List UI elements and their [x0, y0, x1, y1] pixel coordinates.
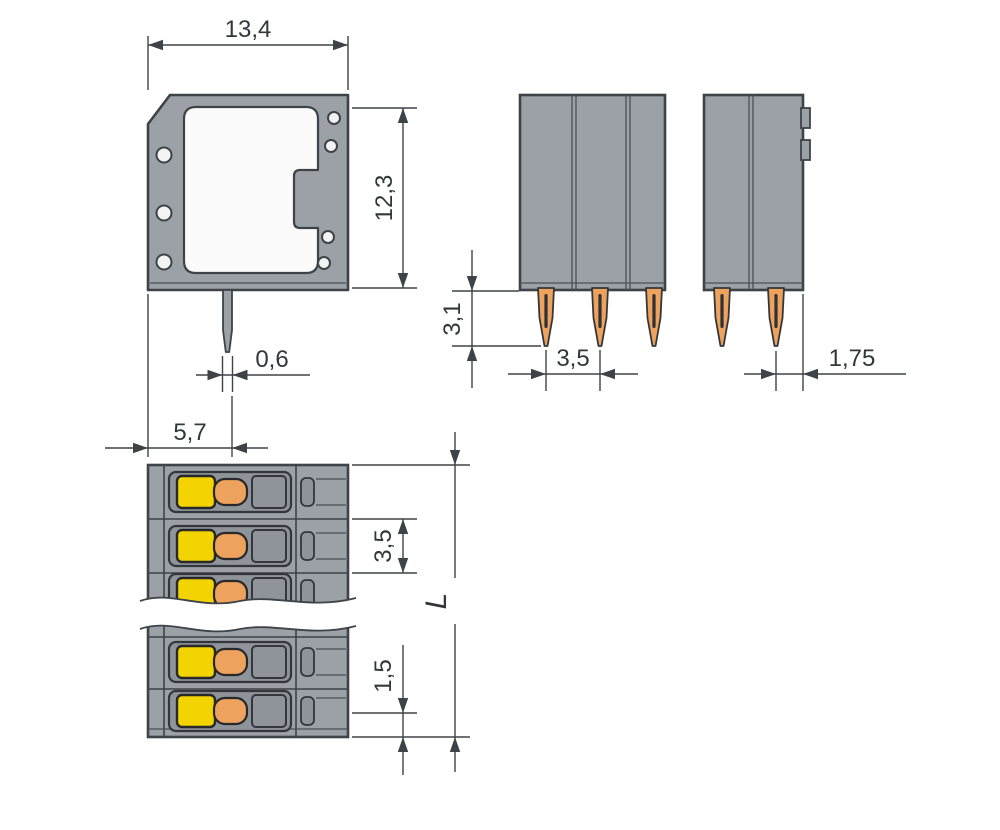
dim-label-pin-offset: 5,7 — [173, 419, 206, 446]
housing-block-1 — [518, 93, 667, 292]
mounting-hole — [324, 139, 338, 153]
side-opening — [300, 647, 315, 677]
mounting-hole — [317, 256, 331, 270]
housing-face — [182, 105, 320, 275]
pole-row — [167, 689, 346, 733]
dim-label-pin-length: 3,1 — [439, 302, 466, 335]
side-view — [146, 93, 350, 353]
front-view-dimensions: 3,1 3,5 1,75 — [439, 250, 906, 391]
top-view-dimensions: 3,5 1,5 L — [352, 432, 470, 775]
wire-entry-frame — [251, 645, 287, 679]
side-opening — [300, 696, 315, 726]
break-line — [139, 624, 357, 633]
pole-row — [167, 640, 346, 684]
wire-entry-frame — [251, 529, 287, 563]
mounting-hole — [155, 204, 173, 222]
housing-tab — [800, 139, 811, 161]
housing-tab — [800, 107, 811, 129]
dim-label-housing-width: 13,4 — [225, 16, 272, 43]
contact-pin-slit — [774, 294, 778, 328]
contact-pin-slit — [720, 294, 724, 328]
clamp-contact — [212, 696, 249, 726]
pole-row — [167, 524, 346, 568]
contact-pin-slit — [652, 294, 656, 328]
dim-label-end-offset: 1,75 — [829, 345, 876, 372]
side-opening — [300, 477, 315, 507]
mounting-hole — [155, 146, 173, 164]
front-view — [518, 93, 811, 347]
side-view-dimensions: 13,4 12,3 0,6 5,7 — [105, 16, 417, 457]
push-button — [175, 474, 217, 510]
dim-label-pole-pitch: 3,5 — [370, 529, 397, 562]
dim-label-end-spacing: 1,5 — [370, 659, 397, 692]
push-button — [175, 644, 217, 680]
dim-label-pin-width: 0,6 — [255, 346, 288, 373]
pole-row — [167, 470, 346, 514]
break-band — [140, 611, 356, 632]
wire-entry-frame — [251, 694, 287, 728]
dim-label-pin-pitch: 3,5 — [556, 345, 589, 372]
clamp-contact — [212, 477, 249, 507]
top-view — [139, 463, 357, 739]
push-button — [175, 693, 217, 729]
solder-pin-side — [222, 289, 233, 353]
mounting-hole — [327, 111, 341, 125]
mounting-hole — [155, 253, 173, 271]
dim-label-housing-height: 12,3 — [371, 175, 398, 222]
dim-label-total-length: L — [420, 593, 453, 610]
wire-entry-frame — [251, 475, 287, 509]
push-button — [175, 528, 217, 564]
clamp-contact — [212, 647, 249, 677]
side-opening — [300, 531, 315, 561]
contact-pin-slit — [598, 294, 602, 328]
contact-pin-slit — [544, 294, 548, 328]
clamp-contact — [212, 531, 249, 561]
break-line — [139, 596, 357, 605]
mounting-hole — [321, 230, 335, 244]
